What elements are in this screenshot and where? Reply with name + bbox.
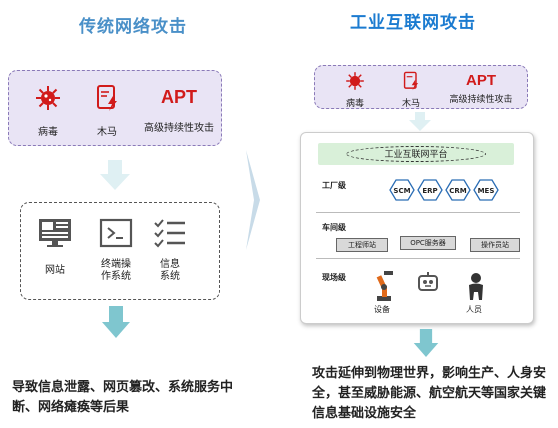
trojan-icon [403,71,419,91]
virus-icon [36,86,60,110]
field-item-label: 设备 [374,305,390,314]
left-title: 传统网络攻击 [79,17,187,37]
threat-label: 高级持续性攻击 [449,95,513,105]
info-system-icon [154,219,185,248]
system-info: 信息 系统 [147,217,193,283]
apt-text: APT [161,87,197,107]
level-divider [316,258,520,259]
station-operator: 操作员站 [470,238,520,252]
level-workshop-label: 车间级 [322,223,346,232]
right-result-text: 攻击延伸到物理世界，影响生产、人身安全，甚至威胁能源、航空航天等国家关键信息基础… [312,366,547,421]
system-label: 网站 [45,265,65,276]
chevron-right-icon [246,150,260,250]
field-item-label: 人员 [466,305,482,314]
left-threat-trojan: 木马 [87,83,127,138]
left-threat-virus: 病毒 [23,83,73,138]
left-threat-apt: APT 高级持续性攻击 [139,87,219,134]
station-opc: OPC服务器 [400,236,456,250]
system-terminal: 终端操 作系统 [91,217,141,283]
threat-label: 病毒 [38,127,58,138]
robot-arm-icon [376,271,393,301]
system-label: 信息 系统 [160,259,180,282]
station-engineer: 工程师站 [336,238,388,252]
apt-text: APT [466,72,496,89]
threat-label: 木马 [401,99,420,109]
trojan-icon [97,85,117,111]
system-website: 网站 [35,217,75,276]
person-icon [469,273,483,300]
scm-label: SCM [393,187,410,195]
right-threat-apt: APT 高级持续性攻击 [439,72,523,105]
left-result-text: 导致信息泄露、网页篡改、系统服务中断、网络瘫痪等后果 [12,380,234,415]
website-icon [39,219,71,247]
system-panel: 网站 终端操 作系统 信息 系统 [20,202,220,300]
robot-icon [418,272,438,291]
right-threat-panel: 病毒 木马 APT 高级持续性攻击 [314,65,528,109]
right-threat-virus: 病毒 [335,70,375,109]
factory-systems: SCM ERP CRM MES [389,179,499,201]
platform-label: 工业互联网平台 [384,150,448,160]
down-arrow-icon [100,160,130,190]
level-field-label: 现场级 [322,273,346,282]
mes-label: MES [478,187,495,195]
erp-label: ERP [422,187,437,195]
left-threat-panel: 病毒 木马 APT 高级持续性攻击 [8,70,222,146]
level-factory-label: 工厂级 [322,181,346,190]
right-threat-trojan: 木马 [393,70,429,109]
right-title: 工业互联网攻击 [350,13,476,33]
system-label: 终端操 作系统 [101,259,131,282]
down-arrow-icon [102,306,130,338]
level-divider [316,212,520,213]
threat-label: 高级持续性攻击 [144,123,214,134]
threat-label: 木马 [97,127,117,138]
crm-label: CRM [449,187,467,195]
down-arrow-icon [409,112,431,131]
threat-label: 病毒 [345,99,364,109]
virus-icon [346,72,364,90]
terminal-icon [99,218,133,248]
down-arrow-icon [413,329,439,357]
platform-cloud [346,146,486,162]
